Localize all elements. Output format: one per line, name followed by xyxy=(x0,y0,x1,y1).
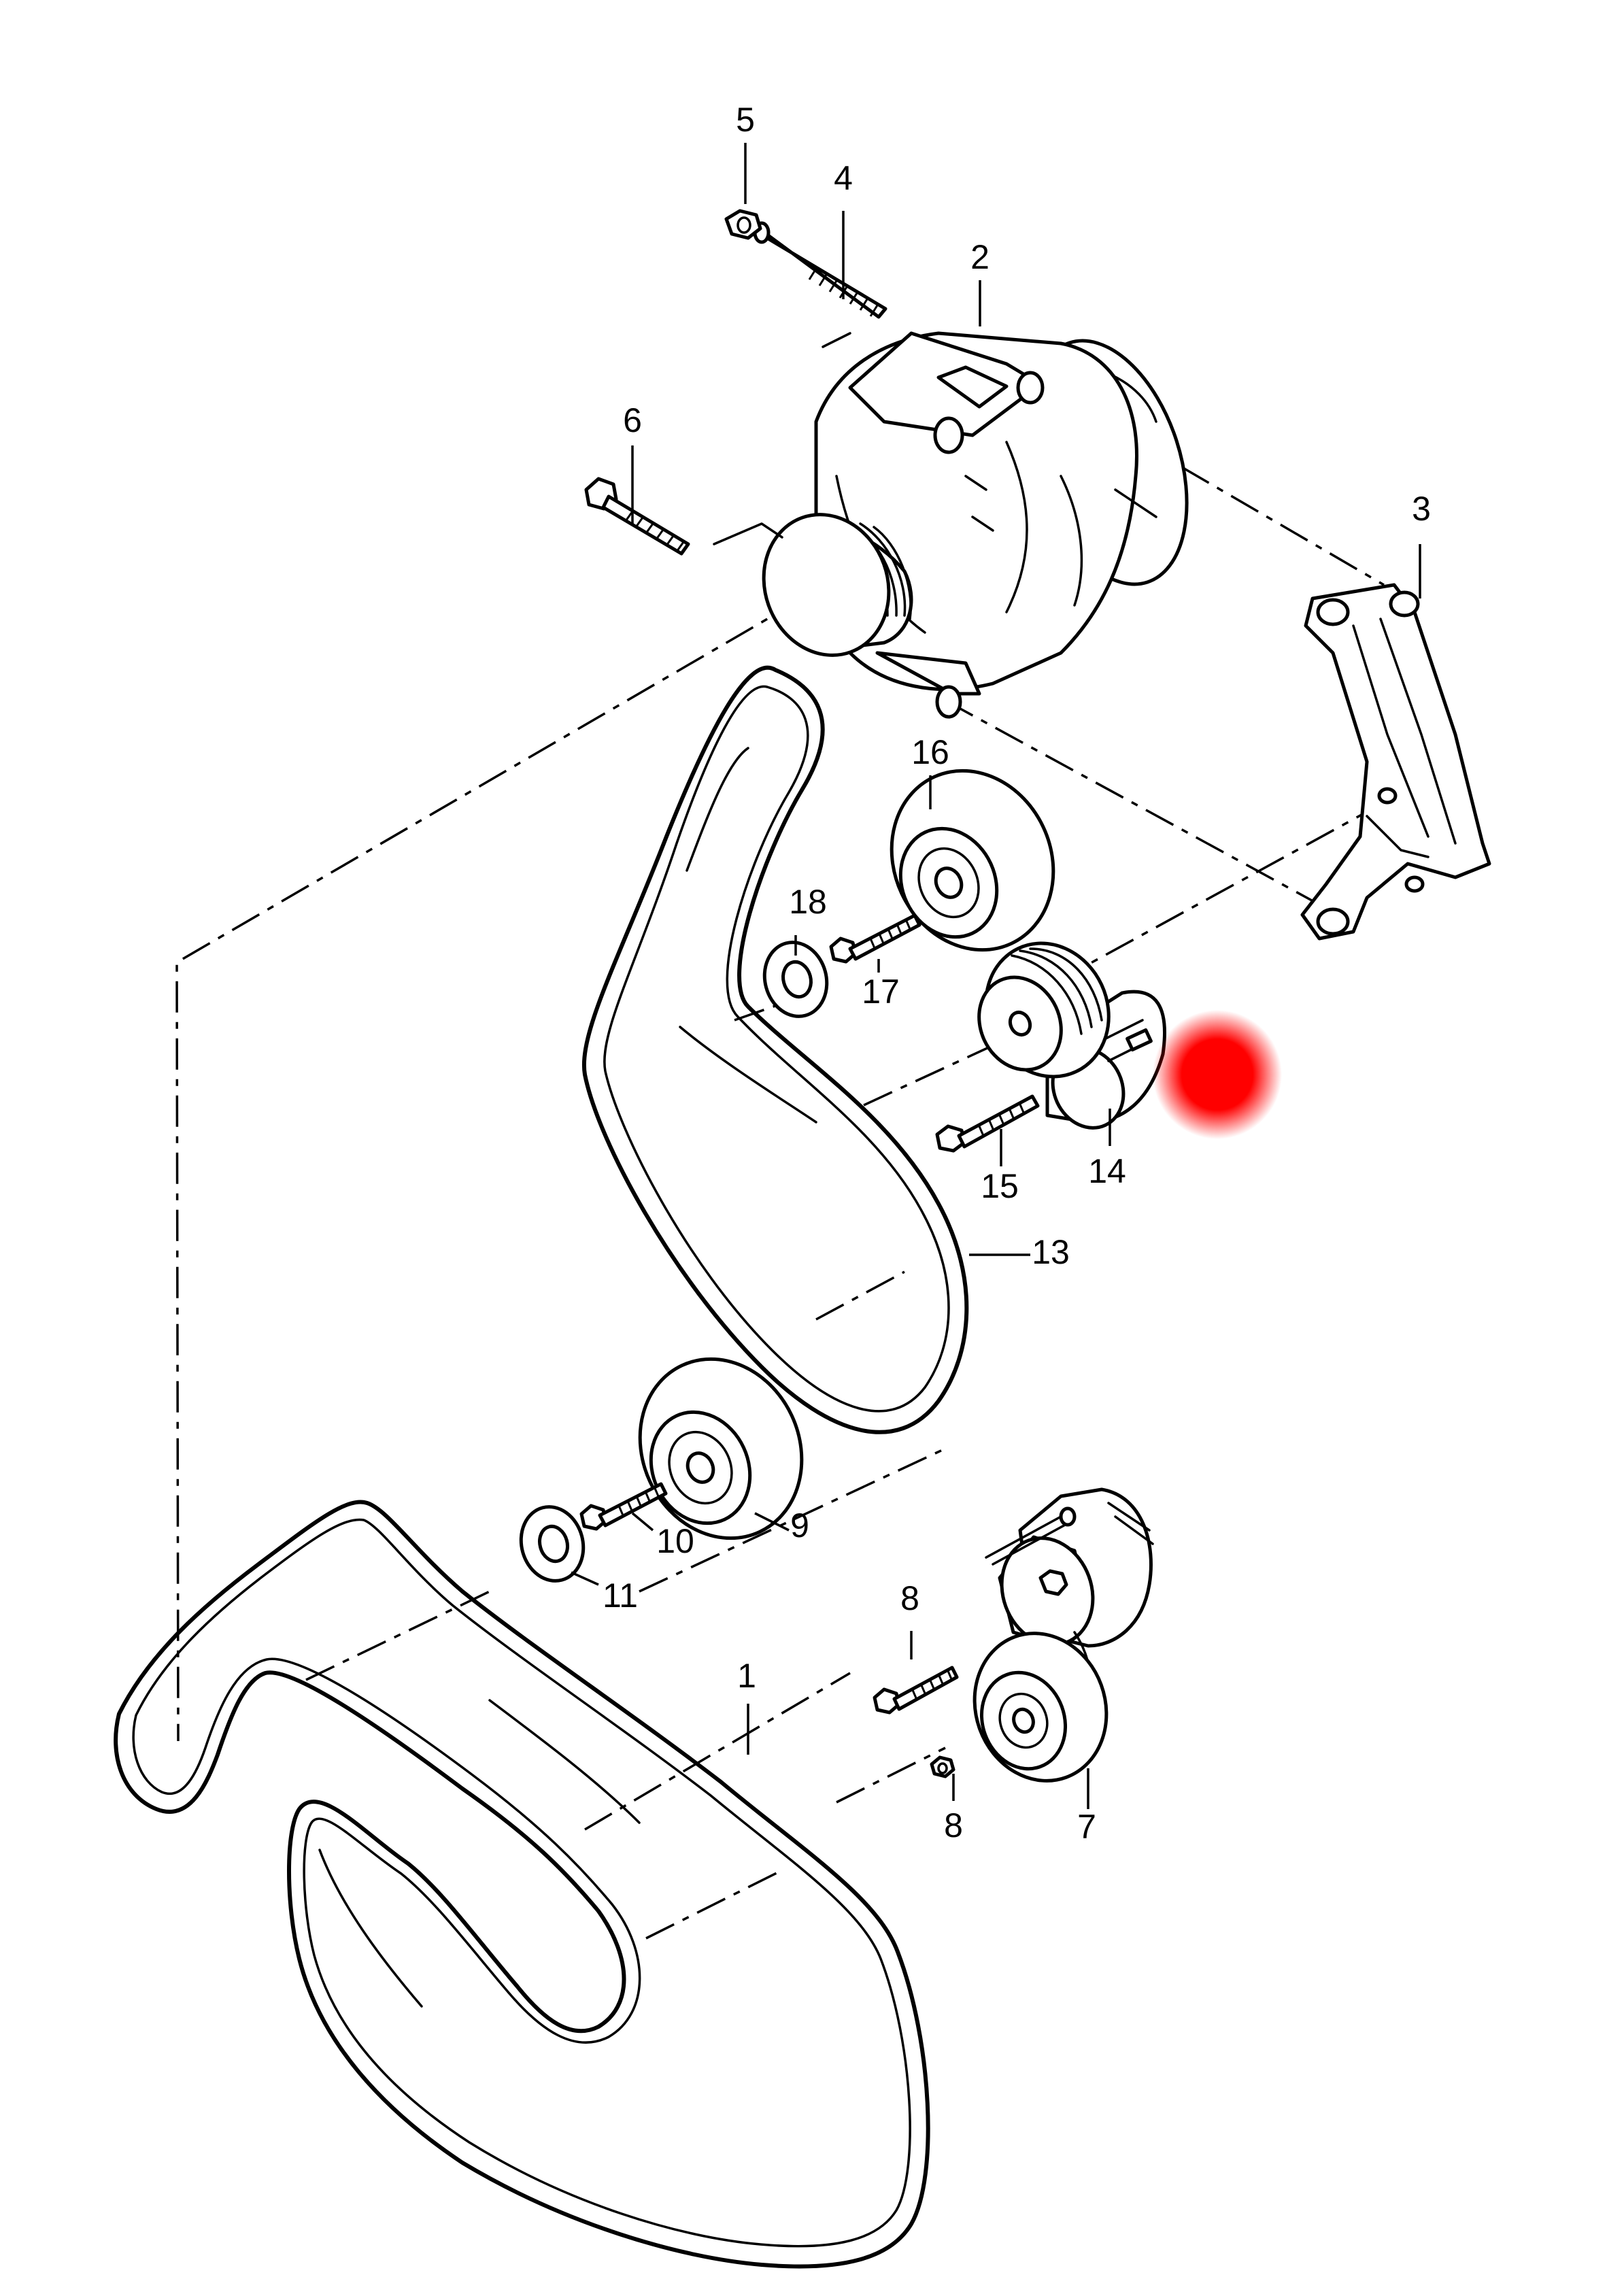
callout-10: 10 xyxy=(656,1522,694,1560)
callout-1: 1 xyxy=(737,1657,756,1695)
red-marker-dot xyxy=(1153,1010,1282,1139)
belt-part-13 xyxy=(582,665,969,1434)
callout-18: 18 xyxy=(789,883,827,921)
callout-8-lower: 8 xyxy=(944,1806,963,1844)
idler-pulley-part-9 xyxy=(638,1357,804,1540)
washer-part-18 xyxy=(762,941,829,1018)
leader-lines xyxy=(571,143,1421,1809)
callout-2: 2 xyxy=(970,238,989,276)
callout-8-upper: 8 xyxy=(900,1579,919,1617)
callout-16: 16 xyxy=(911,733,949,771)
callout-labels: 5 4 2 6 3 16 18 17 15 14 13 9 10 11 8 1 … xyxy=(603,101,1431,1846)
callout-11: 11 xyxy=(603,1576,638,1615)
washer-part-11 xyxy=(519,1505,586,1583)
idler-pulley-part-16 xyxy=(890,769,1055,952)
callout-3: 3 xyxy=(1412,490,1431,528)
belt-part-1 xyxy=(114,1500,930,2269)
bolt-part-6 xyxy=(584,477,690,556)
tensioner-part-14 xyxy=(977,941,1166,1130)
bolt-part-10 xyxy=(579,1482,668,1531)
callout-13: 13 xyxy=(1032,1233,1070,1271)
tensioner-part-7 xyxy=(985,1487,1154,1702)
bracket-part-3 xyxy=(1300,583,1491,941)
callout-4: 4 xyxy=(834,159,853,197)
callout-6: 6 xyxy=(623,401,642,439)
bolt-part-4 xyxy=(753,221,887,319)
pulley-part-7 xyxy=(972,1632,1109,1783)
nut-part-8-lower xyxy=(930,1755,955,1778)
bolt-part-17 xyxy=(829,913,921,964)
callout-7: 7 xyxy=(1077,1808,1096,1846)
alternator-part-2 xyxy=(713,331,1189,719)
nut-part-5 xyxy=(724,209,762,240)
callout-14: 14 xyxy=(1088,1152,1126,1190)
callout-17: 17 xyxy=(862,973,900,1011)
bolt-part-8-upper xyxy=(873,1666,959,1715)
callout-5: 5 xyxy=(736,101,755,139)
callout-9: 9 xyxy=(790,1506,809,1545)
callout-15: 15 xyxy=(981,1167,1019,1205)
bolt-part-15 xyxy=(935,1094,1040,1153)
